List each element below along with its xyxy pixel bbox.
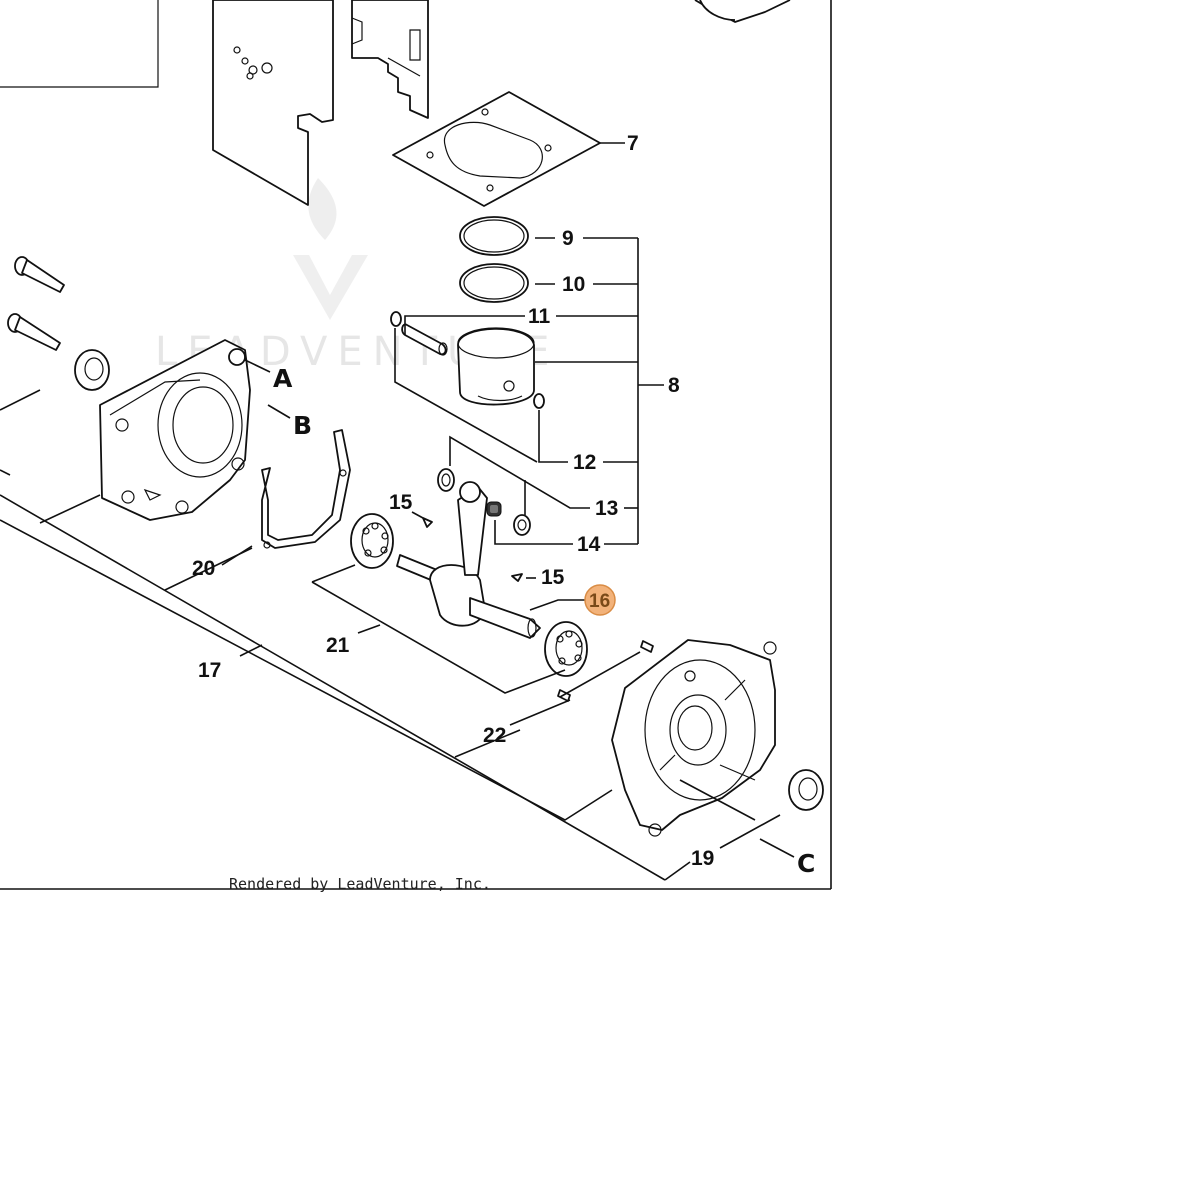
callout-12[interactable]: 12 (573, 451, 596, 474)
callout-13[interactable]: 13 (595, 497, 618, 520)
callout-16[interactable]: 16 (589, 591, 610, 612)
woodruff-key-upper[interactable] (422, 517, 433, 528)
circlip-left[interactable] (390, 311, 402, 327)
woodruff-key-lower[interactable] (511, 573, 523, 582)
piston[interactable] (457, 327, 535, 406)
carburetor-gasket[interactable] (351, 0, 429, 119)
leader-B (267, 404, 291, 419)
callout-15-upper[interactable]: 15 (389, 491, 413, 514)
assembly-line-lower (0, 519, 613, 821)
ball-bearing-right[interactable] (544, 621, 588, 677)
leader-11 (404, 315, 525, 335)
leader-12-left (394, 328, 538, 463)
screw-lower[interactable] (7, 313, 61, 351)
callout-9[interactable]: 9 (562, 227, 574, 250)
leader-16 (529, 599, 585, 611)
air-filter-box-outline (0, 0, 159, 88)
assembly-line-upper-b (39, 494, 101, 524)
piston-pin-part-11[interactable] (401, 323, 448, 356)
thrust-washer-right[interactable] (513, 514, 531, 536)
leader-19-a (679, 779, 756, 821)
reference-C[interactable]: C (797, 849, 815, 878)
leader-A (244, 359, 271, 373)
callout-22[interactable]: 22 (483, 724, 506, 747)
crankshaft-part-16[interactable] (396, 481, 541, 639)
leader-22 (509, 651, 641, 726)
render-credit: Rendered by LeadVenture, Inc. (229, 875, 491, 893)
callout-19[interactable]: 19 (691, 847, 714, 870)
assembly-line-crank (164, 547, 521, 758)
assembly-line-upper (0, 389, 666, 881)
leader-21-stem (357, 624, 381, 634)
callout-20[interactable]: 20 (192, 557, 215, 580)
ball-bearing-left[interactable] (350, 513, 394, 569)
leader-19-c (664, 861, 691, 881)
leader-19-b (719, 814, 781, 849)
callout-16-highlight[interactable] (584, 584, 616, 616)
leader-21 (311, 564, 566, 694)
leader-12-right (538, 410, 568, 463)
leader-14 (494, 520, 573, 545)
thrust-washer-left[interactable] (437, 468, 455, 492)
callout-21[interactable]: 21 (326, 634, 350, 657)
intake-gasket[interactable] (212, 0, 334, 206)
dowel-pin-upper[interactable] (640, 640, 654, 653)
watermark-logo (293, 178, 368, 320)
muffler-fragment[interactable] (694, 0, 791, 23)
crankcase-gasket-part-20[interactable] (261, 429, 351, 549)
assembly-line-17 (239, 644, 263, 657)
piston-ring-part-9[interactable] (459, 216, 529, 256)
crankcase-left-half[interactable] (99, 339, 251, 521)
needle-bearing-part-14[interactable] (486, 501, 502, 517)
screw-upper[interactable] (14, 256, 65, 293)
callout-7[interactable]: 7 (627, 132, 639, 155)
oil-seal-right[interactable] (788, 769, 824, 811)
leader-15-upper (411, 511, 424, 519)
oil-seal-left[interactable] (74, 349, 110, 391)
callout-11[interactable]: 11 (528, 305, 551, 328)
reference-A[interactable]: A (273, 364, 293, 393)
callout-15-lower[interactable]: 15 (541, 566, 565, 589)
piston-ring-part-10[interactable] (459, 263, 529, 303)
reference-B[interactable]: B (293, 411, 312, 440)
circlip-right[interactable] (533, 393, 545, 409)
callout-8[interactable]: 8 (668, 374, 680, 397)
callout-17[interactable]: 17 (198, 659, 221, 682)
callout-10[interactable]: 10 (562, 273, 585, 296)
callout-14[interactable]: 14 (577, 533, 601, 556)
leader-C (759, 838, 795, 858)
crankcase-right-half[interactable] (611, 639, 777, 837)
leader-13 (449, 435, 590, 509)
